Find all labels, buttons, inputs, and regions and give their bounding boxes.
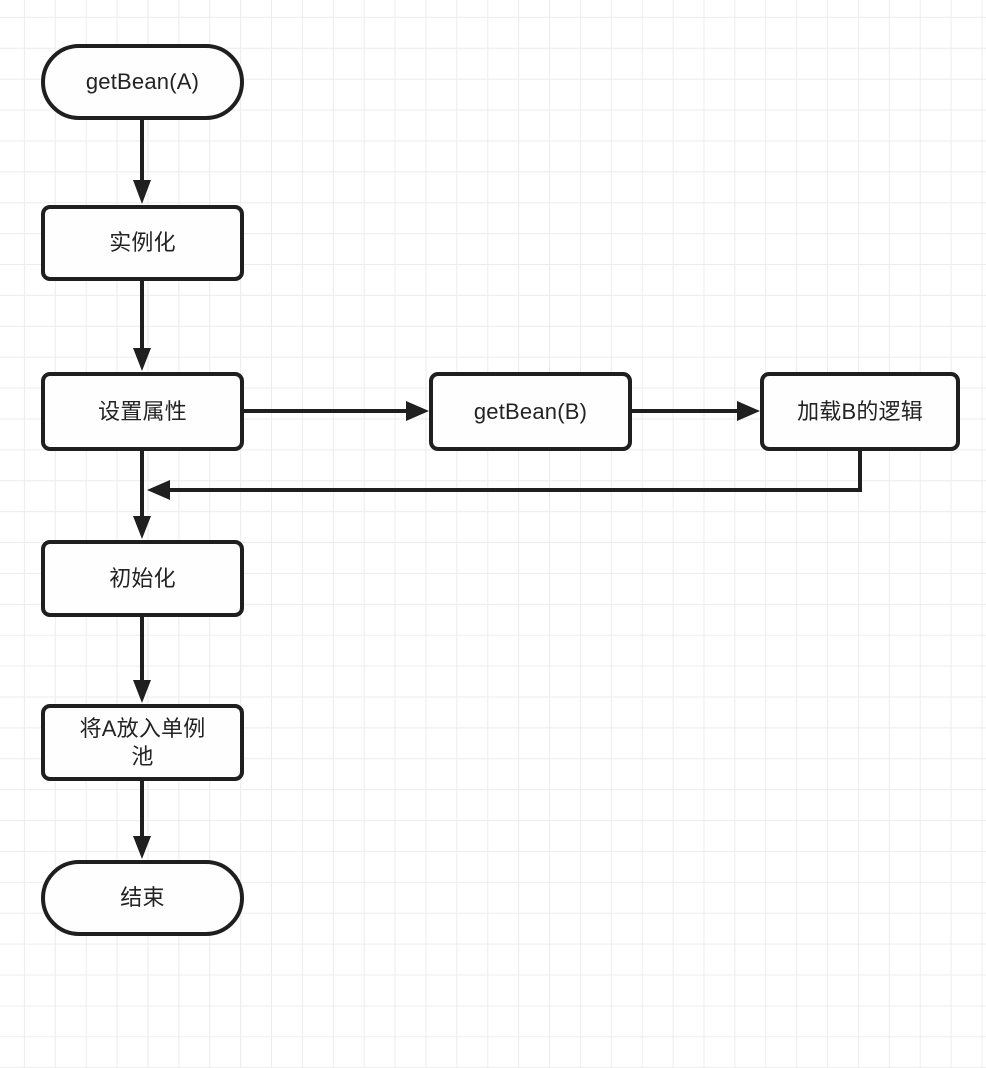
edge-start-to-instantiate	[133, 120, 151, 204]
node-end-label: 结束	[120, 885, 165, 911]
edge-populate-to-getbeanb	[244, 401, 429, 421]
node-end[interactable]: 结束	[41, 860, 244, 936]
node-start-label: getBean(A)	[85, 69, 200, 95]
node-getbean-b[interactable]: getBean(B)	[429, 372, 632, 451]
node-populate-properties-label: 设置属性	[98, 398, 187, 424]
node-instantiate[interactable]: 实例化	[41, 205, 244, 281]
node-load-b-logic-label: 加载B的逻辑	[797, 398, 923, 424]
node-populate-properties[interactable]: 设置属性	[41, 372, 244, 451]
edge-populate-to-initialize	[133, 451, 151, 539]
node-load-b-logic[interactable]: 加载B的逻辑	[760, 372, 960, 451]
node-getbean-b-label: getBean(B)	[473, 398, 588, 424]
edge-getbeanb-to-loadb	[632, 401, 760, 421]
edge-loadb-to-populate-feedback	[147, 451, 862, 500]
node-put-a-into-singleton-pool-label: 将A放入单例 池	[79, 715, 206, 769]
node-put-a-into-singleton-pool[interactable]: 将A放入单例 池	[41, 704, 244, 781]
edge-initialize-to-putpool	[133, 617, 151, 703]
node-initialize[interactable]: 初始化	[41, 540, 244, 617]
node-initialize-label: 初始化	[109, 565, 176, 591]
edge-putpool-to-end	[133, 781, 151, 859]
node-instantiate-label: 实例化	[109, 230, 176, 256]
node-start[interactable]: getBean(A)	[41, 44, 244, 120]
edge-instantiate-to-populate	[133, 281, 151, 371]
